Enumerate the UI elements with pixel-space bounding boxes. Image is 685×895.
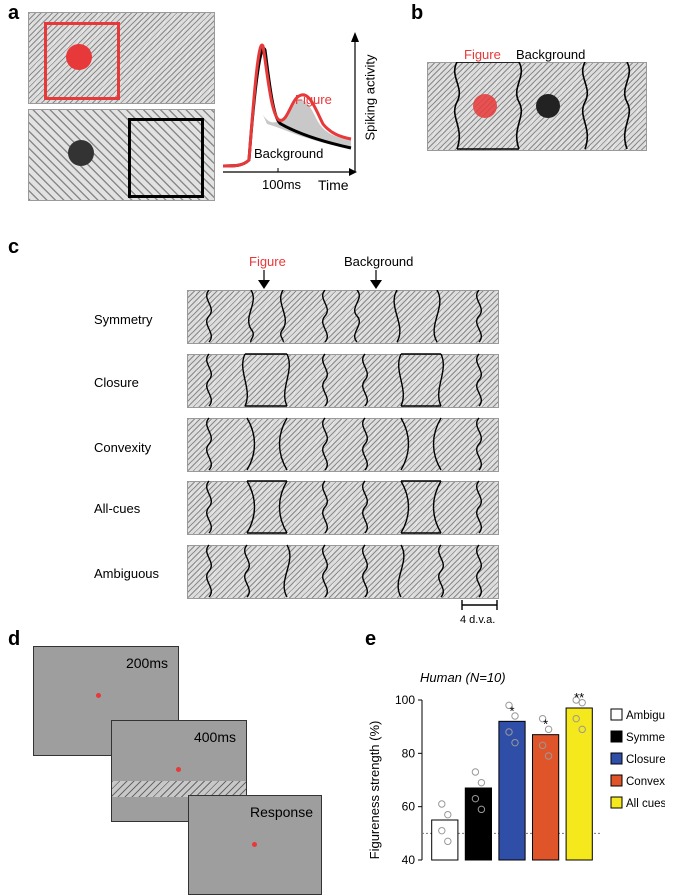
y-tick-label: 40: [402, 853, 416, 867]
legend-label: Closure: [626, 754, 665, 766]
x-axis-label: Time: [318, 177, 349, 193]
panel-letter-c: c: [8, 236, 20, 258]
legend-swatch: [610, 796, 623, 809]
fixation-point: [176, 767, 181, 772]
texture-strip-b: [427, 62, 647, 151]
figure-response-curve: [222, 43, 352, 168]
legend-label: All cues: [626, 798, 665, 810]
receptive-field-red-box: [44, 22, 120, 100]
subject-marker: [511, 712, 519, 720]
fixation-point: [252, 842, 257, 847]
background-label-b: Background: [516, 47, 586, 62]
subject-marker: [572, 714, 580, 723]
y-tick-label: 80: [402, 746, 416, 760]
subject-marker: [438, 826, 446, 835]
texture-patch-figure: [28, 12, 215, 104]
legend-swatch: [610, 774, 623, 787]
contour-overlay-b: [453, 62, 631, 150]
panel-letter-d: d: [8, 628, 21, 650]
subject-marker: [477, 805, 486, 814]
time-tick-label: 100ms: [262, 177, 302, 192]
subject-marker: [505, 728, 513, 736]
subject-marker: [511, 738, 519, 747]
subject-marker: [438, 800, 446, 808]
row-label-ambiguous: Ambiguous: [94, 566, 160, 581]
subject-marker: [538, 714, 547, 723]
stimulus-strip-convexity: [187, 418, 499, 472]
difference-shading: [263, 99, 351, 148]
scale-bar: [461, 600, 498, 610]
panel-letter-b: b: [411, 2, 424, 24]
stimulus-strip-ambiguous: [187, 545, 499, 599]
legend-swatch: [610, 752, 623, 765]
fixation-dot-red-b: [473, 94, 497, 118]
y-tick-label: 60: [402, 800, 416, 814]
subject-marker: [505, 701, 513, 710]
y-axis-arrow-icon: [351, 32, 359, 42]
frame-fixation-duration: 200ms: [125, 655, 168, 671]
frame-stimulus-duration: 400ms: [193, 729, 236, 745]
stimulus-strip-all-cues: [187, 481, 499, 535]
y-axis-label: Figureness strength (%): [367, 721, 382, 860]
fixation-point: [96, 693, 101, 698]
frame-response-label: Response: [249, 804, 313, 820]
subject-marker: [477, 778, 486, 787]
subject-marker: [538, 741, 547, 750]
pointer-arrows: [258, 270, 382, 289]
row-label-convexity: Convexity: [94, 440, 152, 455]
y-tick-label: 100: [395, 693, 415, 707]
scale-bar-label: 4 d.v.a.: [460, 614, 496, 626]
significance-label: *: [543, 717, 548, 732]
subject-marker: [444, 810, 452, 819]
legend-label: Convexity: [626, 776, 665, 788]
legend-swatch: [610, 730, 623, 743]
background-arrow-icon: [370, 280, 382, 289]
receptive-field-black-box: [128, 118, 204, 198]
x-axis-arrow-icon: [349, 168, 357, 176]
spiking-activity-plot: [222, 32, 359, 176]
background-label-c: Background: [344, 254, 414, 269]
background-curve-label: Background: [254, 146, 324, 161]
significance-label: **: [574, 690, 584, 705]
significance-label: *: [509, 703, 514, 718]
texture-patch-background: [28, 109, 215, 201]
figure-curve-label: Figure: [295, 92, 332, 107]
subject-marker: [471, 768, 480, 776]
legend-label: Symmetry: [626, 732, 665, 744]
subject-marker: [578, 698, 586, 707]
subject-marker: [544, 752, 553, 760]
bar-closure: [498, 720, 526, 861]
subject-marker: [544, 725, 553, 734]
subject-marker: [471, 794, 480, 803]
panel-letter-e: e: [365, 628, 377, 650]
y-axis-label: Spiking activity: [362, 54, 378, 141]
bar-all-cues: [565, 707, 593, 861]
row-label-all-cues: All-cues: [94, 501, 141, 516]
stimulus-texture-strip: [112, 781, 246, 797]
fixation-dot-black: [68, 140, 94, 166]
figure-arrow-icon: [258, 280, 270, 289]
panel-letter-a: a: [8, 2, 20, 24]
row-label-symmetry: Symmetry: [94, 312, 153, 327]
subject-marker: [444, 837, 452, 846]
subject-marker: [572, 696, 580, 704]
stimulus-strip-closure: [187, 354, 499, 408]
legend-label: Ambiguous: [626, 710, 665, 722]
fixation-dot-red: [66, 44, 92, 70]
figure-label-c: Figure: [249, 254, 286, 269]
frame-response: Response: [188, 795, 322, 895]
chart-title: Human (N=10): [420, 670, 506, 685]
figure-label-b: Figure: [464, 47, 501, 62]
subject-marker: [578, 725, 586, 734]
stimulus-strip-symmetry: [187, 290, 499, 344]
contour-overlay-c: [206, 290, 482, 598]
legend-swatch: [610, 708, 623, 721]
row-label-closure: Closure: [94, 375, 139, 390]
bar-convexity: [531, 734, 560, 861]
fixation-dot-black-b: [536, 94, 560, 118]
